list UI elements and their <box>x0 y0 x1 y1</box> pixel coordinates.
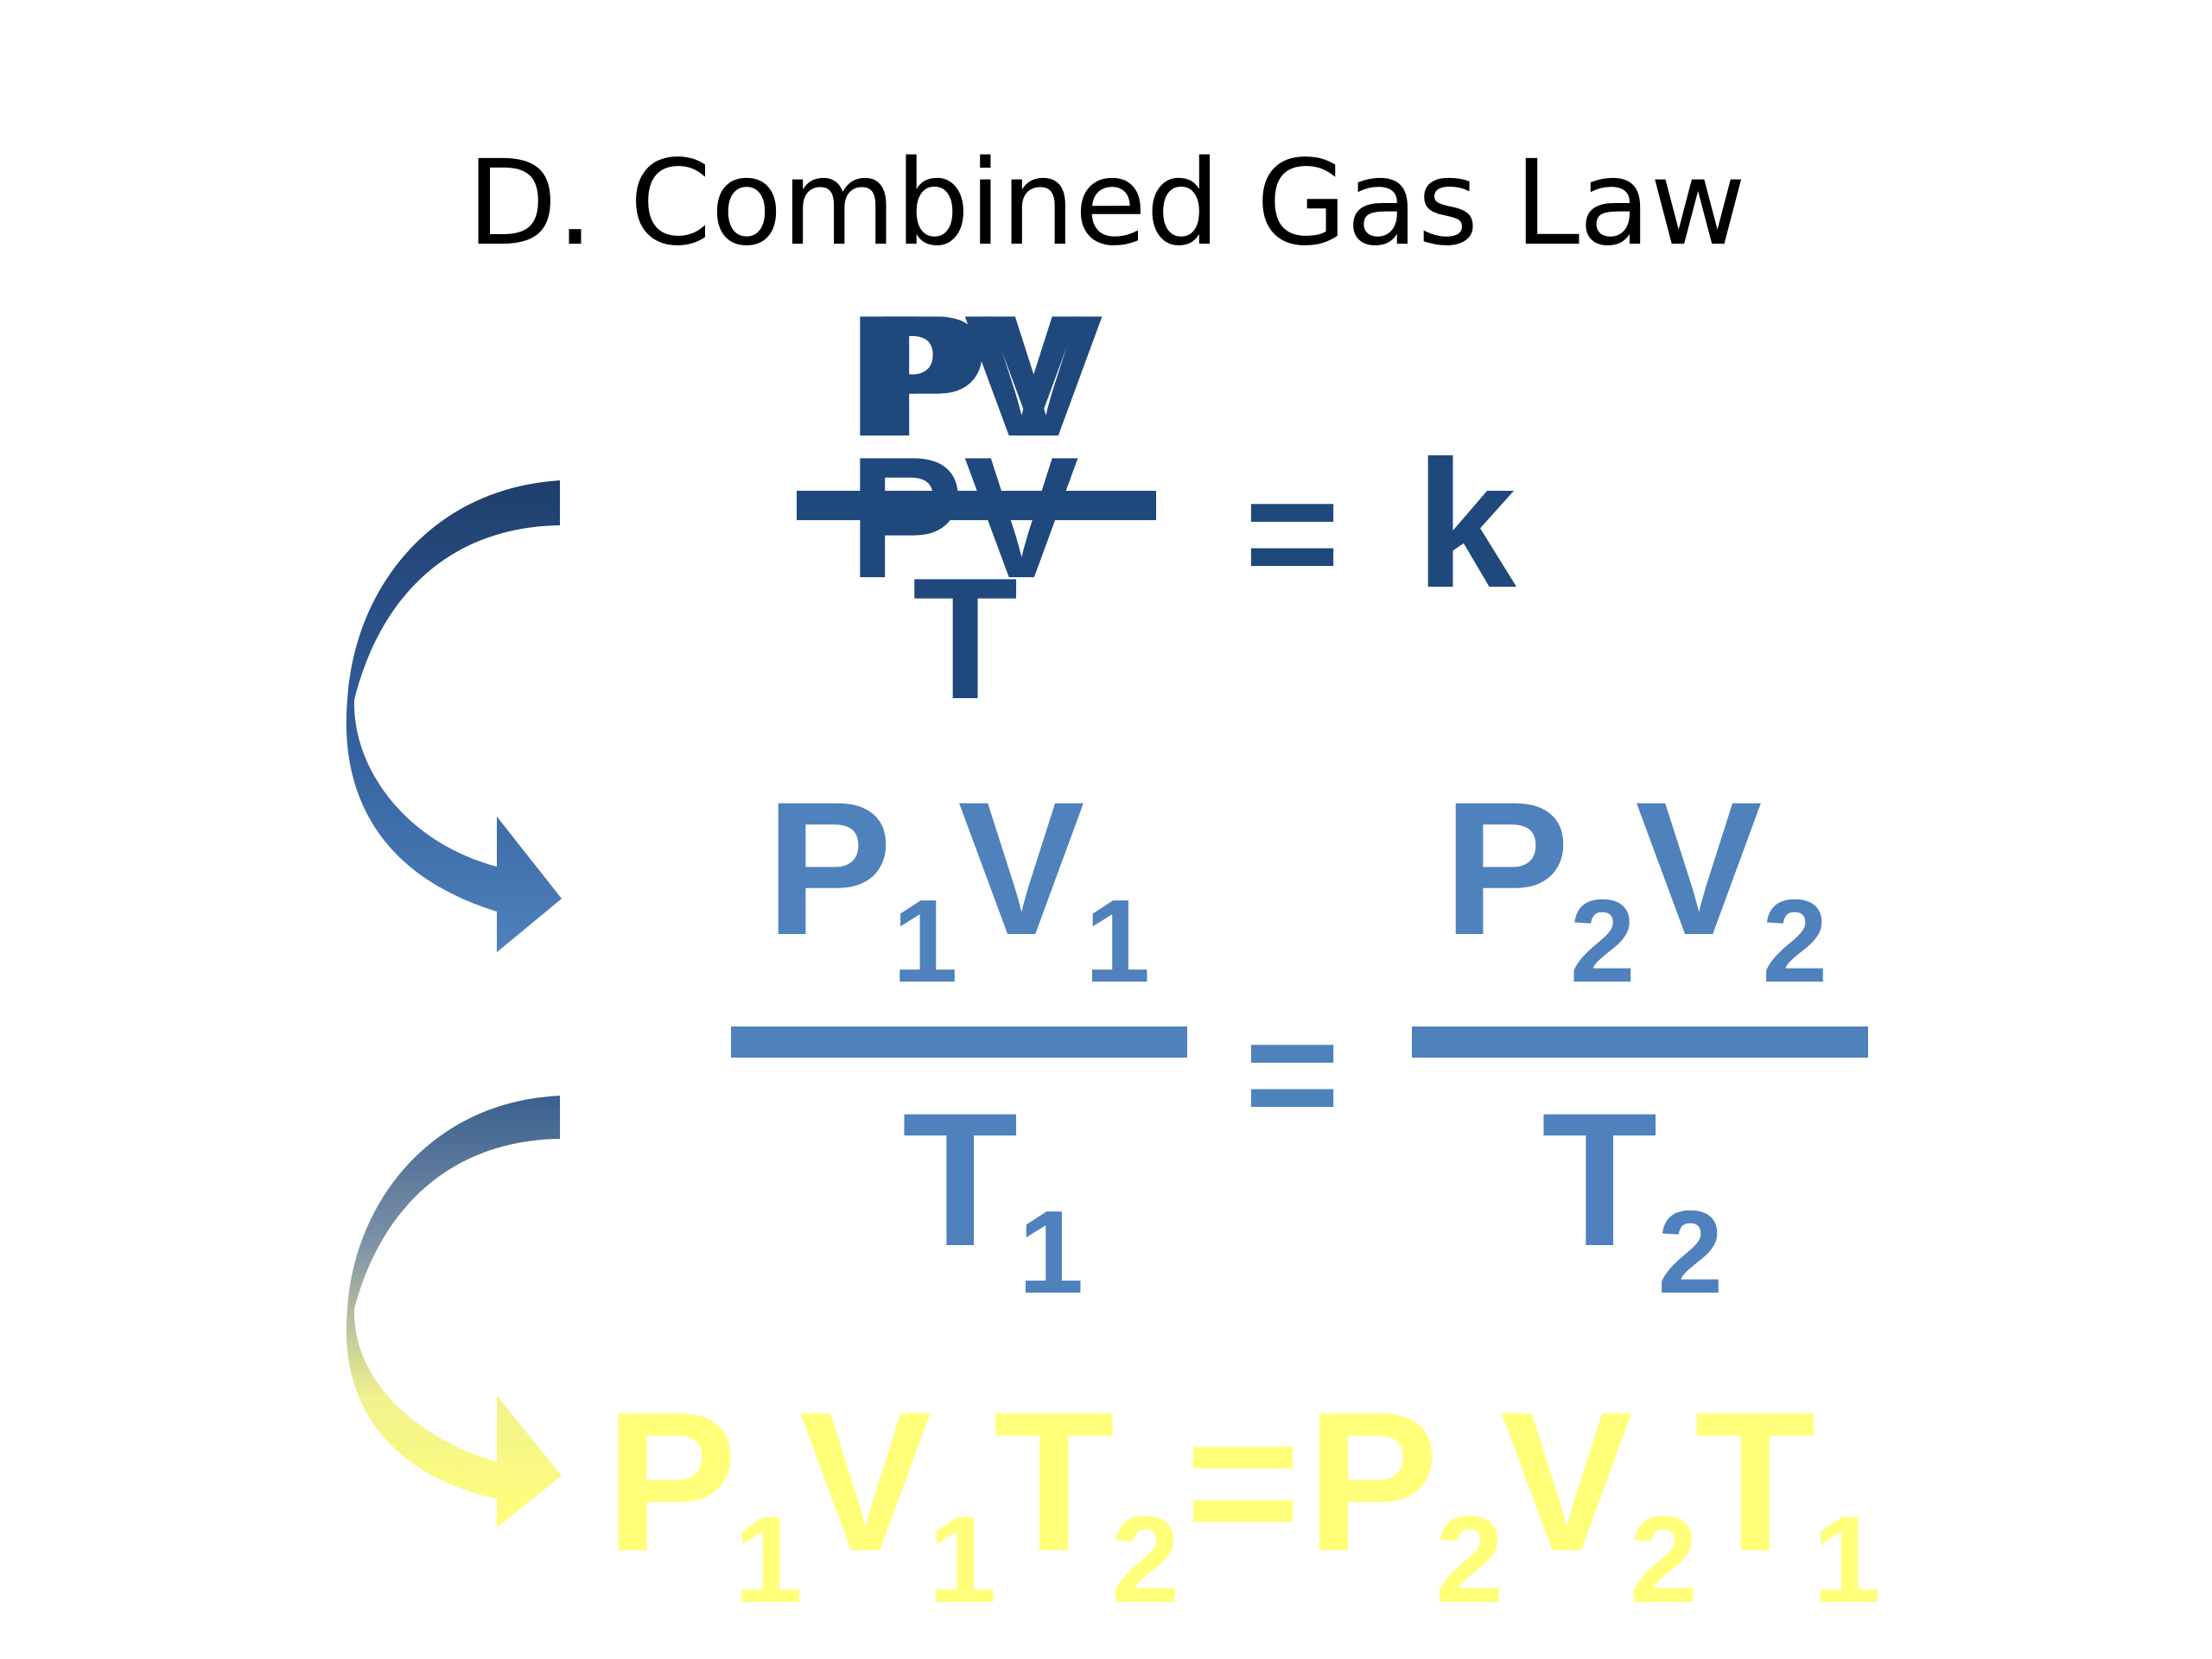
step2-left-fraction-bar <box>731 1027 1187 1058</box>
step3-v2-sub: 2 <box>1629 1491 1698 1629</box>
slide-title: D. Combined Gas Law <box>467 136 1746 272</box>
step2-left-t: T <box>902 1073 1019 1286</box>
step2-right-p-sub: 2 <box>1569 875 1636 1007</box>
step1-denominator-t: T <box>912 543 1019 735</box>
step3-t2: T <box>993 1370 1114 1592</box>
step3-equals: = <box>1185 1370 1300 1592</box>
step3-t2-sub: 2 <box>1110 1491 1179 1629</box>
step3-v2: V <box>1500 1370 1632 1592</box>
step2-left-p: P <box>766 762 893 975</box>
step2-right-v: V <box>1635 762 1763 975</box>
step2-right-v-sub: 2 <box>1762 875 1828 1007</box>
step2-left-numerator: P1V1 <box>766 773 1150 1000</box>
step3-p2-sub: 2 <box>1435 1491 1503 1629</box>
step1-numerator-b: PV <box>873 280 1103 473</box>
step1-numerator-a: PV <box>849 280 1079 473</box>
step3-p1: P <box>605 1370 737 1592</box>
step3-v1-sub: 1 <box>928 1491 996 1629</box>
step2-right-p: P <box>1443 762 1570 975</box>
step3-t1: T <box>1694 1370 1815 1592</box>
curved-arrow-icon <box>346 1096 562 1528</box>
step1-equals: = <box>1244 442 1340 625</box>
step3-v1: V <box>798 1370 931 1592</box>
step2-left-v: V <box>957 762 1085 975</box>
step2-left-t-sub: 1 <box>1018 1186 1084 1318</box>
curved-arrow-icon <box>346 480 562 952</box>
step2-right-numerator: P2V2 <box>1443 773 1827 1000</box>
step2-right-t-sub: 2 <box>1657 1186 1724 1318</box>
step1-constant-k: k <box>1415 423 1516 626</box>
step3-p2: P <box>1306 1370 1439 1592</box>
step2-equals: = <box>1244 982 1340 1166</box>
step2-left-v-sub: 1 <box>1084 875 1151 1007</box>
step2-left-denominator: T1 <box>902 1084 1084 1311</box>
step1-fraction-bar <box>797 491 1156 520</box>
step3-equation: P1V1T2=P2V2T1 <box>605 1382 1881 1622</box>
step2-right-fraction-bar <box>1412 1027 1868 1058</box>
step2-right-denominator: T2 <box>1541 1084 1723 1311</box>
step2-left-p-sub: 1 <box>892 875 958 1007</box>
step3-t1-sub: 1 <box>1812 1491 1881 1629</box>
step2-right-t: T <box>1541 1073 1658 1286</box>
step3-p1-sub: 1 <box>734 1491 802 1629</box>
